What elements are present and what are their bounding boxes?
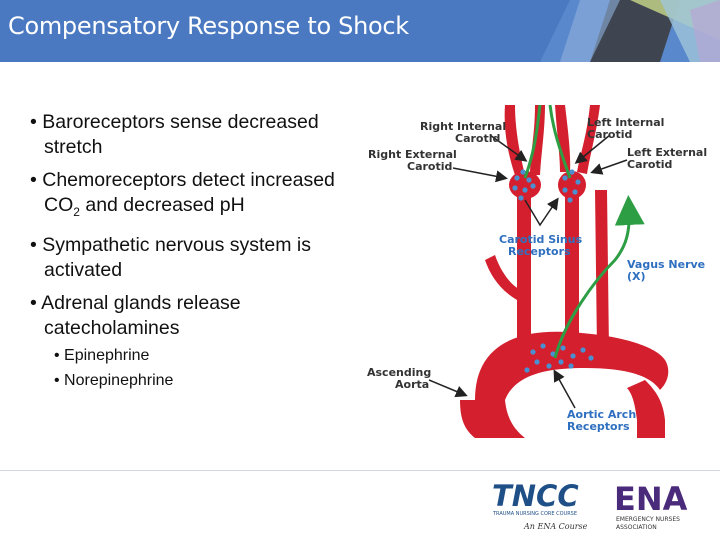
label-left-internal-sub: Carotid	[587, 128, 632, 141]
bullet-text: Chemoreceptors detect increased CO	[42, 169, 335, 216]
label-left-internal: Left Internal	[587, 116, 664, 129]
bullet-list: • Baroreceptors sense decreased stretch …	[30, 110, 360, 393]
nerve-paths	[523, 104, 645, 359]
label-left-external: Left External	[627, 146, 707, 159]
ena-logo: ENA EMERGENCY NURSES ASSOCIATION	[614, 480, 688, 531]
tncc-tagline: TRAUMA NURSING CORE COURSE	[492, 511, 577, 517]
bullet-item: • Chemoreceptors detect increased CO2 an…	[30, 169, 335, 219]
tncc-logo-text: TNCC	[492, 479, 579, 513]
footer-divider	[0, 470, 720, 471]
label-aortic-arch-sub: Receptors	[567, 420, 630, 433]
label-right-internal-sub: Carotid	[455, 132, 500, 145]
bullet-item: • Adrenal glands release catecholamines	[30, 291, 241, 339]
label-right-external-sub: Carotid	[407, 160, 452, 173]
ena-line-2: ASSOCIATION	[616, 524, 657, 531]
bullet-text: Baroreceptors sense decreased stretch	[42, 111, 319, 158]
bullet-text: Sympathetic nervous system is activated	[42, 233, 312, 281]
label-right-external: Right External	[368, 148, 457, 161]
sub-bullet-text: Epinephrine	[64, 346, 150, 364]
aortic-receptors	[524, 343, 594, 373]
label-aortic-arch: Aortic Arch	[567, 408, 636, 421]
label-ascending-aorta: Ascending	[367, 366, 431, 379]
label-vagus-nerve: Vagus Nerve	[627, 258, 705, 271]
label-pointers	[428, 134, 628, 409]
carotid-aorta-diagram: Right Internal Carotid Left Internal Car…	[367, 104, 707, 438]
label-vagus-nerve-sub: (X)	[627, 270, 646, 283]
ena-logo-text: ENA	[614, 480, 688, 518]
label-carotid-sinus-sub: Receptors	[508, 245, 571, 258]
title-bar: Compensatory Response to Shock	[0, 0, 720, 62]
tncc-subtitle: An ENA Course	[523, 522, 588, 531]
bullet-text: Adrenal glands release catecholamines	[41, 291, 241, 339]
label-carotid-sinus: Carotid Sinus	[499, 233, 583, 246]
bullet-text: and decreased pH	[79, 194, 245, 216]
label-ascending-aorta-sub: Aorta	[395, 378, 429, 391]
sub-bullet-text: Norepinephrine	[64, 371, 174, 389]
tncc-logo: TNCC TRAUMA NURSING CORE COURSE An ENA C…	[492, 479, 588, 531]
bullet-item: • Baroreceptors sense decreased stretch	[30, 111, 319, 158]
sub-bullet-item: • Epinephrine	[54, 346, 150, 364]
ena-line-1: EMERGENCY NURSES	[616, 516, 680, 523]
sub-bullet-item: • Norepinephrine	[54, 371, 174, 389]
bullet-item: • Sympathetic nervous system is activate…	[30, 233, 312, 281]
label-right-internal: Right Internal	[420, 120, 506, 133]
carotid-receptors	[512, 169, 581, 203]
slide-title: Compensatory Response to Shock	[8, 12, 409, 40]
diagram-labels: Right Internal Carotid Left Internal Car…	[367, 116, 707, 433]
title-decoration	[540, 0, 720, 62]
label-left-external-sub: Carotid	[627, 158, 672, 171]
bullet-subscript: 2	[73, 204, 80, 219]
